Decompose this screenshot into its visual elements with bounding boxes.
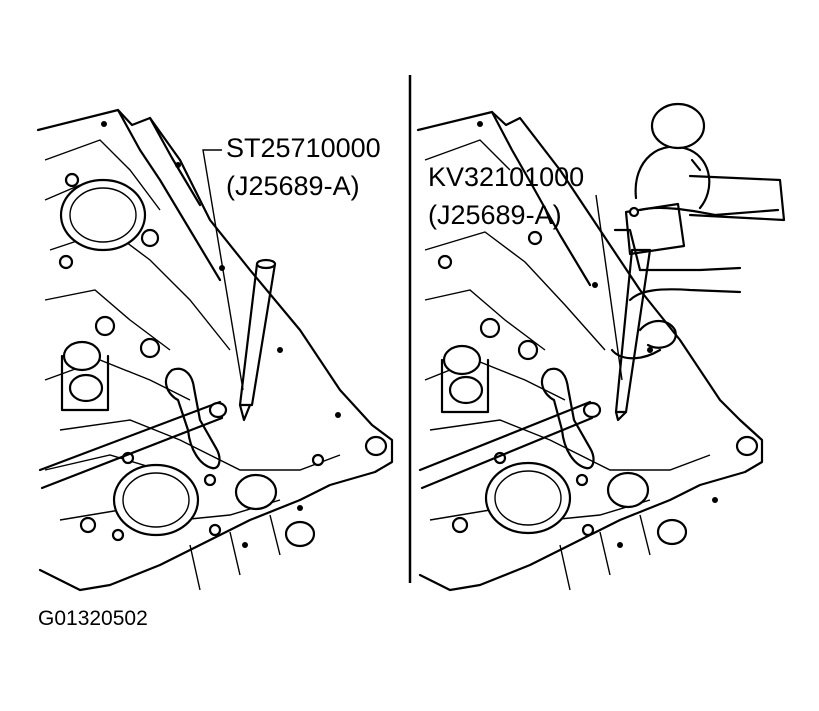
pin-punch-tool bbox=[208, 258, 277, 422]
left-tool-alt-number: (J25689-A) bbox=[226, 171, 360, 201]
pin-punch-tool bbox=[614, 248, 652, 422]
left-valve-body-casting bbox=[36, 108, 394, 592]
hand bbox=[610, 206, 780, 360]
right-tool-number: KV32101000 bbox=[428, 162, 585, 192]
right-tool-alt-number: (J25689-A) bbox=[428, 200, 562, 230]
right-valve-body-casting bbox=[416, 102, 786, 592]
hammer-icon bbox=[624, 102, 786, 256]
figure-code: G01320502 bbox=[38, 607, 148, 630]
left-tool-number: ST25710000 bbox=[226, 133, 381, 163]
